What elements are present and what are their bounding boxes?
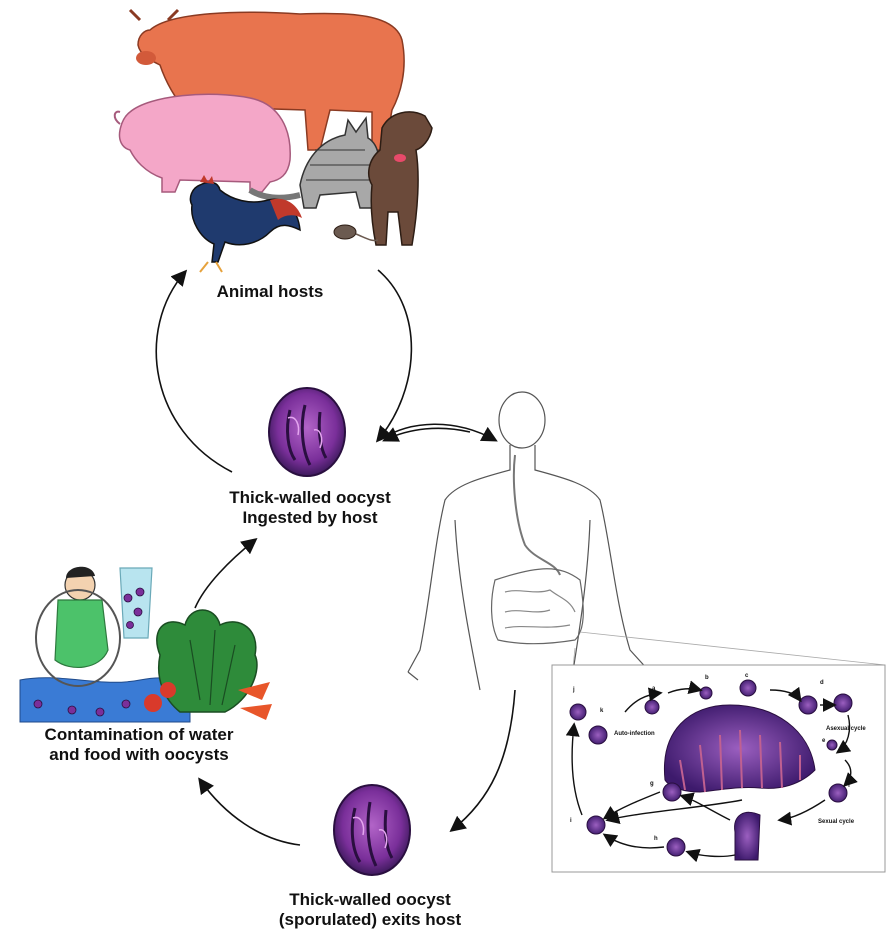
- inset-stage-label-g: g: [650, 781, 654, 787]
- oocyst-ingested-line1: Thick-walled oocyst: [170, 488, 450, 508]
- pig-icon: [115, 94, 290, 192]
- inset-asexual-cycle-label: Asexual cycle: [826, 726, 866, 732]
- animal-hosts-label: Animal hosts: [170, 282, 370, 302]
- contamination-line2: and food with oocysts: [4, 745, 274, 765]
- oocyst-exits-line1: Thick-walled oocyst: [225, 890, 515, 910]
- inset-stage-label-j: j: [572, 687, 575, 693]
- mouse-icon: [334, 225, 378, 241]
- oocyst-ingested-line2: Ingested by host: [170, 508, 450, 528]
- inset-life-cycle-panel: a b c d e f g h i j k Auto-infection Ase…: [552, 665, 885, 872]
- oocyst-exits-label: Thick-walled oocyst (sporulated) exits h…: [225, 890, 515, 931]
- arrow-contamination-to-ingested: [195, 540, 255, 608]
- water-glass-icon: [120, 568, 152, 638]
- inset-auto-infection-label: Auto-infection: [614, 731, 655, 737]
- inset-stage-label-d: d: [820, 680, 824, 686]
- human-body-icon: [408, 392, 650, 690]
- contamination-illustration: [20, 567, 272, 722]
- oocyst-ingested-label: Thick-walled oocyst Ingested by host: [170, 488, 450, 529]
- rooster-icon: [190, 175, 302, 272]
- contamination-label: Contamination of water and food with ooc…: [4, 725, 274, 766]
- person-washing-icon: [36, 567, 120, 686]
- inset-stage-label-b: b: [705, 675, 709, 681]
- inset-sexual-cycle-label: Sexual cycle: [818, 819, 855, 825]
- contamination-line1: Contamination of water: [4, 725, 274, 745]
- arrow-animal-hosts-to-oocyst: [378, 270, 411, 440]
- oocyst-ingested-icon: [269, 388, 345, 476]
- arrow-exits-to-contamination: [200, 780, 300, 845]
- arrow-human-to-exits: [452, 690, 515, 830]
- oocyst-sporulated-icon: [334, 785, 410, 875]
- oocyst-exits-line2: (sporulated) exits host: [225, 910, 515, 930]
- inset-stage-label-h: h: [654, 836, 658, 842]
- arrow-oocyst-to-human: [380, 424, 495, 440]
- animal-hosts-illustration: [115, 10, 432, 272]
